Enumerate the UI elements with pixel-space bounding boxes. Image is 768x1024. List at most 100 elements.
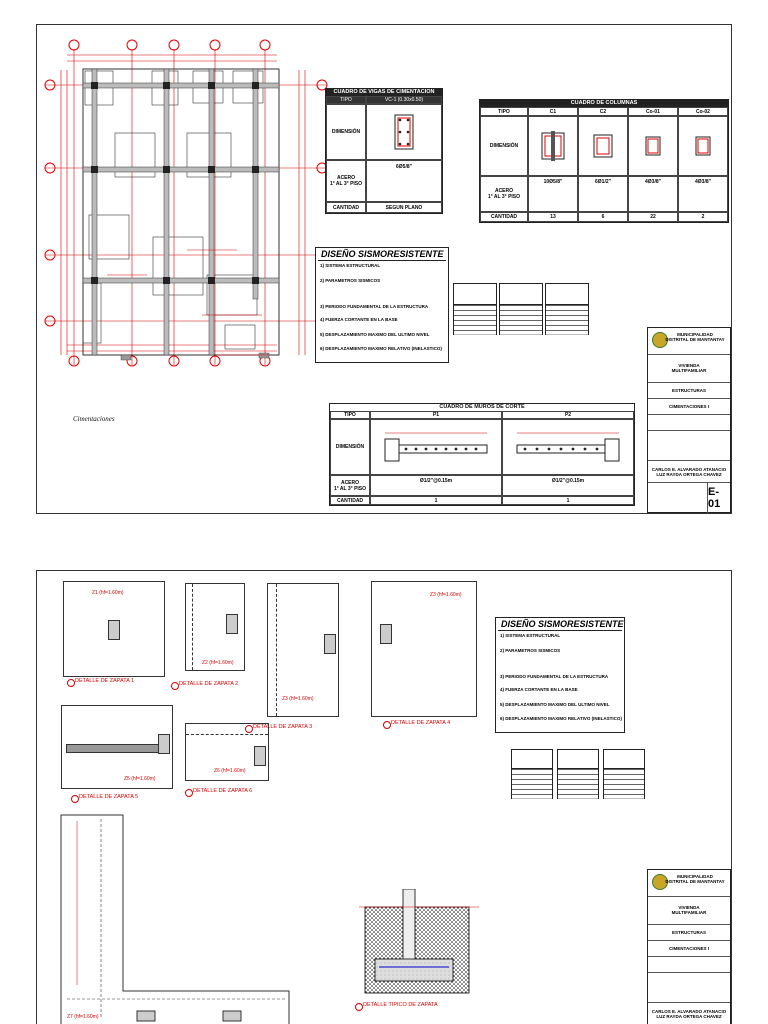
tipico-label: DETALLE TIPICO DE ZAPATA <box>363 1002 438 1008</box>
columnas-col-tipo: TIPO <box>480 107 528 116</box>
foundation-plan <box>44 39 328 367</box>
wall-p1-drawing <box>370 419 502 475</box>
title-block-2: MUNICIPALIDAD DISTRITAL DE MANTANTAY VIV… <box>647 869 731 1024</box>
diseno-divider <box>318 260 446 261</box>
diseno2-item-1: 1) SISTEMA ESTRUCTURAL <box>500 633 561 638</box>
vigas-cantidad-val: SEGUN PLANO <box>366 202 442 213</box>
columnas-table-title: CUADRO DE COLUMNAS <box>480 100 728 107</box>
diseno-item-3: 3) PERIODO FUNDAMENTAL DE LA ESTRUCTURA <box>320 304 429 309</box>
diseno2-item-3: 3) PERIODO FUNDAMENTAL DE LA ESTRUCTURA <box>500 674 609 679</box>
zapata-4-detail: DETALLE DE ZAPATA 4 <box>391 720 451 726</box>
tb1-sheet-number: E-01 <box>707 483 730 513</box>
tb1-empty-row <box>648 414 730 430</box>
zapata-3-drawing: Z3 (hf=1.60m) <box>267 583 339 717</box>
municipal-seal-icon <box>652 332 668 348</box>
diseno2-item-4: 4) FUERZA CORTANTE EN LA BASE <box>500 687 578 692</box>
muros-type-p2: P2 <box>502 411 634 419</box>
diseno-box-2: DISEÑO SISMORESISTENTE 1) SISTEMA ESTRUC… <box>495 617 625 733</box>
hook-table-2-3 <box>603 749 645 799</box>
tb1-project: VIVIENDA MULTIFAMILIAR <box>671 363 707 373</box>
columnas-cant-co01: 22 <box>628 212 678 222</box>
tb1-specialty: ESTRUCTURAS <box>671 388 706 393</box>
tb2-project: VIVIENDA MULTIFAMILIAR <box>671 905 707 915</box>
hook-table-2-1 <box>511 749 553 799</box>
zapata-6-label: Z6 (hf=1.60m) <box>214 768 246 774</box>
columnas-type-c1: C1 <box>528 107 578 116</box>
hook-table-2-2 <box>557 749 599 799</box>
diseno-item-6: 6) DESPLAZAMIENTO MAXIMO RELATIVO (INELA… <box>320 346 442 351</box>
zapata-5-detail: DETALLE DE ZAPATA 5 <box>79 794 139 800</box>
zapata-1-detail: DETALLE DE ZAPATA 1 <box>75 678 135 684</box>
zapata-1-column <box>108 620 120 640</box>
zapata-4-marker <box>383 721 391 729</box>
zapata-2-label: Z2 (hf=1.60m) <box>202 660 234 666</box>
tb2-authors: CARLOS E. ALVARADO ATANACIO LUZ RAYDA OR… <box>651 1009 727 1019</box>
tipico-marker <box>355 1003 363 1011</box>
columnas-acero-c2: 6Ø1/2" <box>578 176 628 212</box>
diseno-item-4: 4) FUERZA CORTANTE EN LA BASE <box>320 317 398 322</box>
zapata-7-label: Z7 (hf=1.60m) <box>67 1014 99 1020</box>
columnas-type-c2: C2 <box>578 107 628 116</box>
typical-footing-section <box>359 889 479 994</box>
zapata-6-detail: DETALLE DE ZAPATA 6 <box>193 788 253 794</box>
hook-table-1 <box>453 283 497 335</box>
tb1-sheet-row: E-01 <box>648 482 730 513</box>
tb1-authors-row: CARLOS E. ALVARADO ATANACIO LUZ RAYDA OR… <box>648 460 730 482</box>
beam-section-drawing <box>394 114 414 150</box>
vigas-col-tipo: TIPO <box>326 96 366 104</box>
municipal-seal-icon-2 <box>652 874 668 890</box>
zapata-5-label: Z5 (hf=1.60m) <box>124 776 156 782</box>
tb1-project-row: VIVIENDA MULTIFAMILIAR <box>648 354 730 382</box>
columnas-row-cantidad: CANTIDAD <box>480 212 528 222</box>
vigas-row-cantidad: CANTIDAD <box>326 202 366 213</box>
vigas-dim-drawing <box>366 104 442 160</box>
muros-type-p1: P1 <box>370 411 502 419</box>
zapata-2-detail: DETALLE DE ZAPATA 2 <box>179 681 239 687</box>
tb1-specialty-row: ESTRUCTURAS <box>648 382 730 398</box>
muros-acero-p1: Ø1/2"@0.15m <box>370 475 502 496</box>
tb1-plan: CIMENTACIONES I <box>669 404 709 409</box>
diseno-title: DISEÑO SISMORESISTENTE <box>321 249 444 259</box>
muros-acero-p2: Ø1/2"@0.15m <box>502 475 634 496</box>
zapata-6-drawing: Z6 (hf=1.60m) <box>185 723 269 781</box>
muros-row-acero: ACERO 1° AL 3° PISO <box>330 475 370 496</box>
columnas-row-dim: DIMENSIÓN <box>480 116 528 176</box>
diseno2-item-5: 5) DESPLAZAMIENTO MAXIMO DEL ULTIMO NIVE… <box>500 702 610 707</box>
columnas-cant-co02: 2 <box>678 212 728 222</box>
columnas-acero-c1: 10Ø5/8" <box>528 176 578 212</box>
tb1-notes-row <box>648 430 730 460</box>
diseno2-title: DISEÑO SISMORESISTENTE <box>501 619 624 629</box>
columnas-acero-co02: 4Ø3/8" <box>678 176 728 212</box>
hook-table-2 <box>499 283 543 335</box>
columnas-type-co02: Co-02 <box>678 107 728 116</box>
vigas-table-title: CUADRO DE VIGAS DE CIMENTACION <box>326 89 442 96</box>
columnas-acero-co01: 4Ø3/8" <box>628 176 678 212</box>
zapata-1-marker <box>67 679 75 687</box>
diseno-item-1: 1) SISTEMA ESTRUCTURAL <box>320 263 381 268</box>
column-c1-drawing <box>528 116 578 176</box>
column-c2-drawing <box>578 116 628 176</box>
tb1-plan-row: CIMENTACIONES I <box>648 398 730 414</box>
vigas-row-acero: ACERO 1° AL 3° PISO <box>326 160 366 202</box>
columnas-row-acero: ACERO 1° AL 3° PISO <box>480 176 528 212</box>
columnas-table: CUADRO DE COLUMNAS TIPO C1 C2 Co-01 Co-0… <box>479 99 729 223</box>
vigas-table: CUADRO DE VIGAS DE CIMENTACION TIPO VC-1… <box>325 88 443 214</box>
tb2-org: MUNICIPALIDAD DISTRITAL DE MANTANTAY <box>665 874 725 884</box>
zapata-5-drawing: Z5 (hf=1.60m) <box>61 705 173 789</box>
zapata-6-marker <box>185 789 193 797</box>
zapata-3-detail: DETALLE DE ZAPATA 3 <box>253 724 313 730</box>
muros-row-dim: DIMENSIÓN <box>330 419 370 475</box>
wall-p2-drawing <box>502 419 634 475</box>
vigas-col-type: VC-1 (0.30x0.50) <box>366 96 442 104</box>
diseno-item-5: 5) DESPLAZAMIENTO MAXIMO DEL ULTIMO NIVE… <box>320 332 430 337</box>
hook-table-3 <box>545 283 589 335</box>
columnas-cant-c2: 6 <box>578 212 628 222</box>
drawing-sheet-2: Z1 (hf=1.60m) DETALLE DE ZAPATA 1 Z2 (hf… <box>36 570 732 1024</box>
diseno-item-2: 2) PARAMETROS SISMICOS <box>320 278 381 283</box>
zapata-1-drawing: Z1 (hf=1.60m) <box>63 581 165 677</box>
vigas-acero-val: 6Ø5/8" <box>366 160 442 202</box>
zapata-3-label: Z3 (hf=1.60m) <box>282 696 314 702</box>
muros-cant-p2: 1 <box>502 496 634 505</box>
column-co02-drawing <box>678 116 728 176</box>
zapata-4-drawing: Z3 (hf=1.60m) <box>371 581 477 717</box>
